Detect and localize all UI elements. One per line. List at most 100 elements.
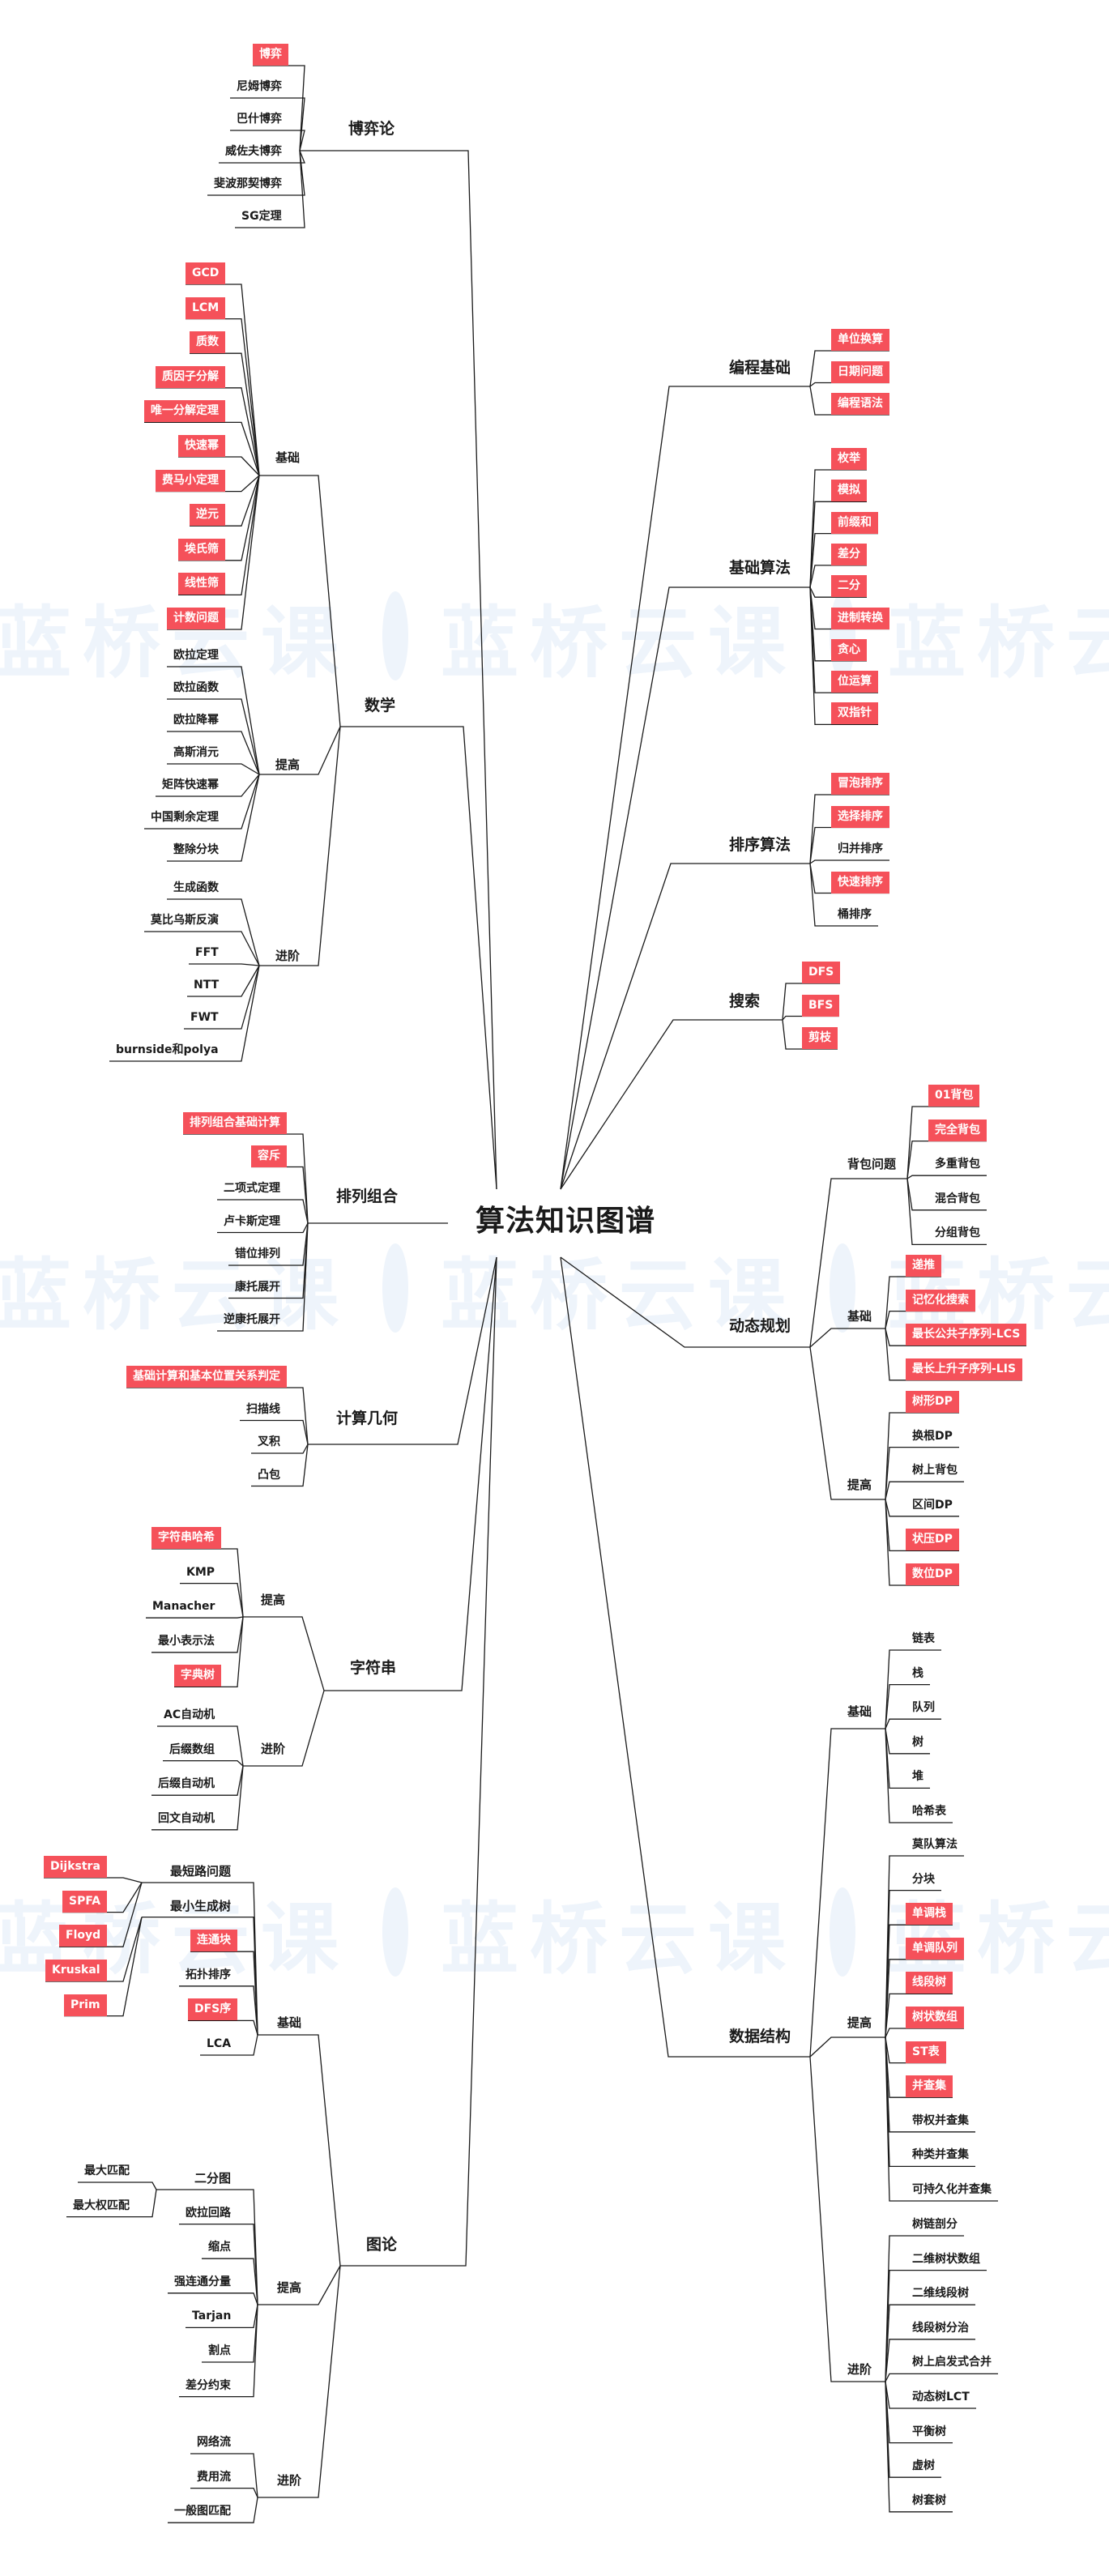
topic-node[interactable]: 后缀数组 xyxy=(169,1742,215,1756)
branch-7-label[interactable]: 基础算法 xyxy=(729,559,791,577)
topic-node[interactable]: 混合背包 xyxy=(935,1192,980,1205)
topic-node[interactable]: 欧拉降幂 xyxy=(173,714,219,727)
highlighted-topic-node[interactable]: 质因子分解 xyxy=(156,365,225,388)
highlighted-topic-node[interactable]: Floyd xyxy=(59,1925,108,1947)
topic-node[interactable]: 康托展开 xyxy=(235,1280,280,1294)
topic-node[interactable]: 生成函数 xyxy=(173,881,219,894)
topic-node[interactable]: 威佐夫博弈 xyxy=(225,145,282,158)
highlighted-topic-node[interactable]: 线段树 xyxy=(906,1972,953,1994)
topic-node[interactable]: 树 xyxy=(912,1735,923,1749)
highlighted-topic-node[interactable]: 单调栈 xyxy=(906,1903,953,1926)
highlighted-topic-node[interactable]: 贪心 xyxy=(831,638,867,661)
topic-node[interactable]: 树上启发式合并 xyxy=(912,2356,992,2369)
highlighted-topic-node[interactable]: 双指针 xyxy=(831,702,878,725)
highlighted-topic-node[interactable]: 最长上升子序列-LIS xyxy=(906,1358,1023,1380)
highlighted-topic-node[interactable]: 容斥 xyxy=(251,1145,287,1167)
highlighted-topic-node[interactable]: 快速排序 xyxy=(831,871,889,893)
topic-node[interactable]: 莫队算法 xyxy=(912,1838,958,1851)
topic-node[interactable]: 虚树 xyxy=(912,2459,935,2473)
topic-node[interactable]: Manacher xyxy=(152,1600,215,1614)
topic-node[interactable]: 扫描线 xyxy=(246,1402,280,1416)
highlighted-topic-node[interactable]: Dijkstra xyxy=(44,1856,107,1878)
highlighted-topic-node[interactable]: 差分 xyxy=(831,543,867,565)
highlighted-topic-node[interactable]: 质数 xyxy=(190,331,225,354)
branch-6-label[interactable]: 编程基础 xyxy=(729,359,791,377)
topic-node[interactable]: 错位排列 xyxy=(235,1247,280,1260)
branch-4-label[interactable]: 字符串 xyxy=(350,1659,397,1677)
highlighted-topic-node[interactable]: 冒泡排序 xyxy=(831,773,889,795)
topic-node[interactable]: 一般图匹配 xyxy=(174,2505,231,2518)
topic-node[interactable]: KMP xyxy=(186,1565,215,1579)
topic-node[interactable]: 最小表示法 xyxy=(158,1634,215,1648)
topic-node[interactable]: 队列 xyxy=(912,1701,935,1715)
topic-node[interactable]: SG定理 xyxy=(241,210,282,223)
highlighted-topic-node[interactable]: 前缀和 xyxy=(831,511,878,534)
highlighted-topic-node[interactable]: DFS序 xyxy=(188,1998,238,2021)
topic-node[interactable]: 逆康托展开 xyxy=(224,1313,280,1326)
topic-node[interactable]: 斐波那契博弈 xyxy=(214,177,282,190)
topic-node[interactable]: 后缀自动机 xyxy=(158,1777,215,1791)
subgroup-item-label[interactable]: 提高 xyxy=(275,757,301,772)
topic-node[interactable]: 中国剩余定理 xyxy=(151,811,219,824)
subgroup-item-label[interactable]: 提高 xyxy=(847,1478,872,1492)
topic-node[interactable]: 区间DP xyxy=(912,1498,953,1512)
highlighted-topic-node[interactable]: 编程语法 xyxy=(831,393,889,415)
topic-node[interactable]: 叉积 xyxy=(258,1435,280,1448)
highlighted-topic-node[interactable]: 进制转换 xyxy=(831,607,889,629)
topic-node[interactable]: 缩点 xyxy=(208,2241,231,2254)
topic-node[interactable]: 回文自动机 xyxy=(158,1811,215,1825)
highlighted-topic-node[interactable]: Kruskal xyxy=(45,1960,107,1981)
subgroup-item-label[interactable]: 进阶 xyxy=(847,2362,872,2377)
topic-node[interactable]: AC自动机 xyxy=(164,1708,215,1721)
topic-node[interactable]: 莫比乌斯反演 xyxy=(151,914,219,927)
topic-node[interactable]: 整除分块 xyxy=(173,843,219,856)
subgroup-item-label[interactable]: 背包问题 xyxy=(847,1157,897,1171)
topic-node[interactable]: 割点 xyxy=(208,2344,231,2357)
highlighted-topic-node[interactable]: 埃氏筛 xyxy=(178,538,225,561)
topic-node[interactable]: 种类并查集 xyxy=(912,2148,969,2162)
topic-node[interactable]: 二维树状数组 xyxy=(912,2252,980,2266)
highlighted-topic-node[interactable]: 二分 xyxy=(831,575,867,598)
highlighted-topic-node[interactable]: 数位DP xyxy=(906,1563,959,1585)
highlighted-topic-node[interactable]: 状压DP xyxy=(906,1529,959,1551)
topic-node[interactable]: 二维线段树 xyxy=(912,2287,969,2301)
branch-8-label[interactable]: 排序算法 xyxy=(729,836,791,854)
topic-node[interactable]: 链表 xyxy=(912,1632,935,1645)
highlighted-topic-node[interactable]: 快速幂 xyxy=(178,435,225,457)
topic-node[interactable]: NTT xyxy=(194,979,220,992)
topic-node[interactable]: LCA xyxy=(207,2037,232,2050)
topic-node[interactable]: 巴什博弈 xyxy=(237,113,282,126)
topic-node[interactable]: 分块 xyxy=(912,1872,935,1886)
topic-node[interactable]: 卢卡斯定理 xyxy=(224,1214,280,1228)
subgroup-item-label[interactable]: 提高 xyxy=(261,1593,286,1607)
branch-0-label[interactable]: 博弈论 xyxy=(348,120,395,138)
subgroup-item-label[interactable]: 基础 xyxy=(847,1704,872,1719)
topic-node[interactable]: 拓扑排序 xyxy=(186,1968,231,1981)
topic-node[interactable]: 网络流 xyxy=(197,2436,231,2449)
topic-node[interactable]: 动态树LCT xyxy=(912,2390,970,2403)
highlighted-topic-node[interactable]: DFS xyxy=(802,962,841,983)
topic-node[interactable]: 费用流 xyxy=(197,2470,231,2484)
highlighted-topic-node[interactable]: 博弈 xyxy=(253,44,288,66)
highlighted-topic-node[interactable]: 枚举 xyxy=(831,448,867,470)
highlighted-topic-node[interactable]: 单位换算 xyxy=(831,329,889,351)
topic-node[interactable]: 最大权匹配 xyxy=(73,2199,130,2212)
topic-node[interactable]: 桶排序 xyxy=(838,908,872,921)
topic-node[interactable]: 矩阵快速幂 xyxy=(162,778,219,791)
topic-node[interactable]: burnside和polya xyxy=(116,1043,219,1056)
highlighted-topic-node[interactable]: 选择排序 xyxy=(831,805,889,828)
topic-node[interactable]: 多重背包 xyxy=(935,1158,980,1171)
topic-node[interactable]: 二项式定理 xyxy=(224,1182,280,1195)
highlighted-topic-node[interactable]: 剪枝 xyxy=(802,1027,838,1049)
topic-node[interactable]: 树链剖分 xyxy=(912,2218,958,2231)
highlighted-topic-node[interactable]: 唯一分解定理 xyxy=(144,400,225,423)
highlighted-topic-node[interactable]: 逆元 xyxy=(190,504,225,527)
highlighted-topic-node[interactable]: 位运算 xyxy=(831,671,878,693)
topic-node[interactable]: 哈希表 xyxy=(912,1805,946,1818)
branch-1-label[interactable]: 数学 xyxy=(365,697,396,714)
highlighted-topic-node[interactable]: 字典树 xyxy=(174,1665,221,1687)
highlighted-topic-node[interactable]: ST表 xyxy=(906,2041,946,2063)
topic-node[interactable]: 分组背包 xyxy=(935,1226,980,1240)
highlighted-topic-node[interactable]: Prim xyxy=(64,1994,107,2016)
subgroup-item-label[interactable]: 进阶 xyxy=(275,949,301,963)
